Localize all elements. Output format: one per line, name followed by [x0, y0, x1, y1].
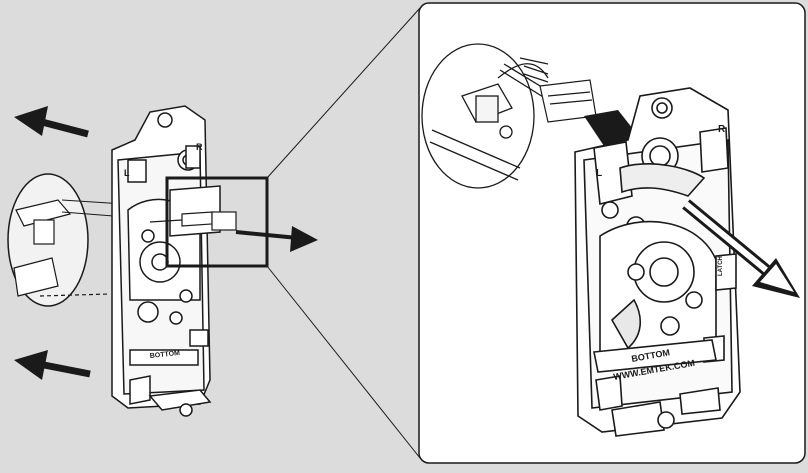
lock-body-detail [574, 87, 741, 437]
detail-label-latch: LATCH [718, 256, 724, 276]
lock-body-overview [111, 105, 221, 417]
ribbon-cable [584, 110, 640, 146]
detail-label-r: R [718, 124, 726, 135]
callout-line-bottom [266, 265, 421, 459]
pull-arrow-top [14, 106, 89, 138]
detail-label-l: L [596, 168, 602, 179]
cable-connector-overview [149, 211, 237, 231]
overview-label-r: R [196, 142, 203, 152]
connector-pull-arrow [235, 226, 318, 252]
pull-arrow-bottom [14, 350, 91, 380]
highlight-box [165, 176, 269, 268]
overview-label-bottom: BOTTOM [149, 350, 180, 360]
door-bore-detail [7, 173, 141, 307]
bore-inset-detail [421, 43, 551, 189]
overview-label-l: L [124, 168, 130, 178]
cable-connector-detail [519, 57, 597, 123]
detail-pull-arrow [682, 199, 800, 298]
callout-line-top [266, 7, 421, 179]
